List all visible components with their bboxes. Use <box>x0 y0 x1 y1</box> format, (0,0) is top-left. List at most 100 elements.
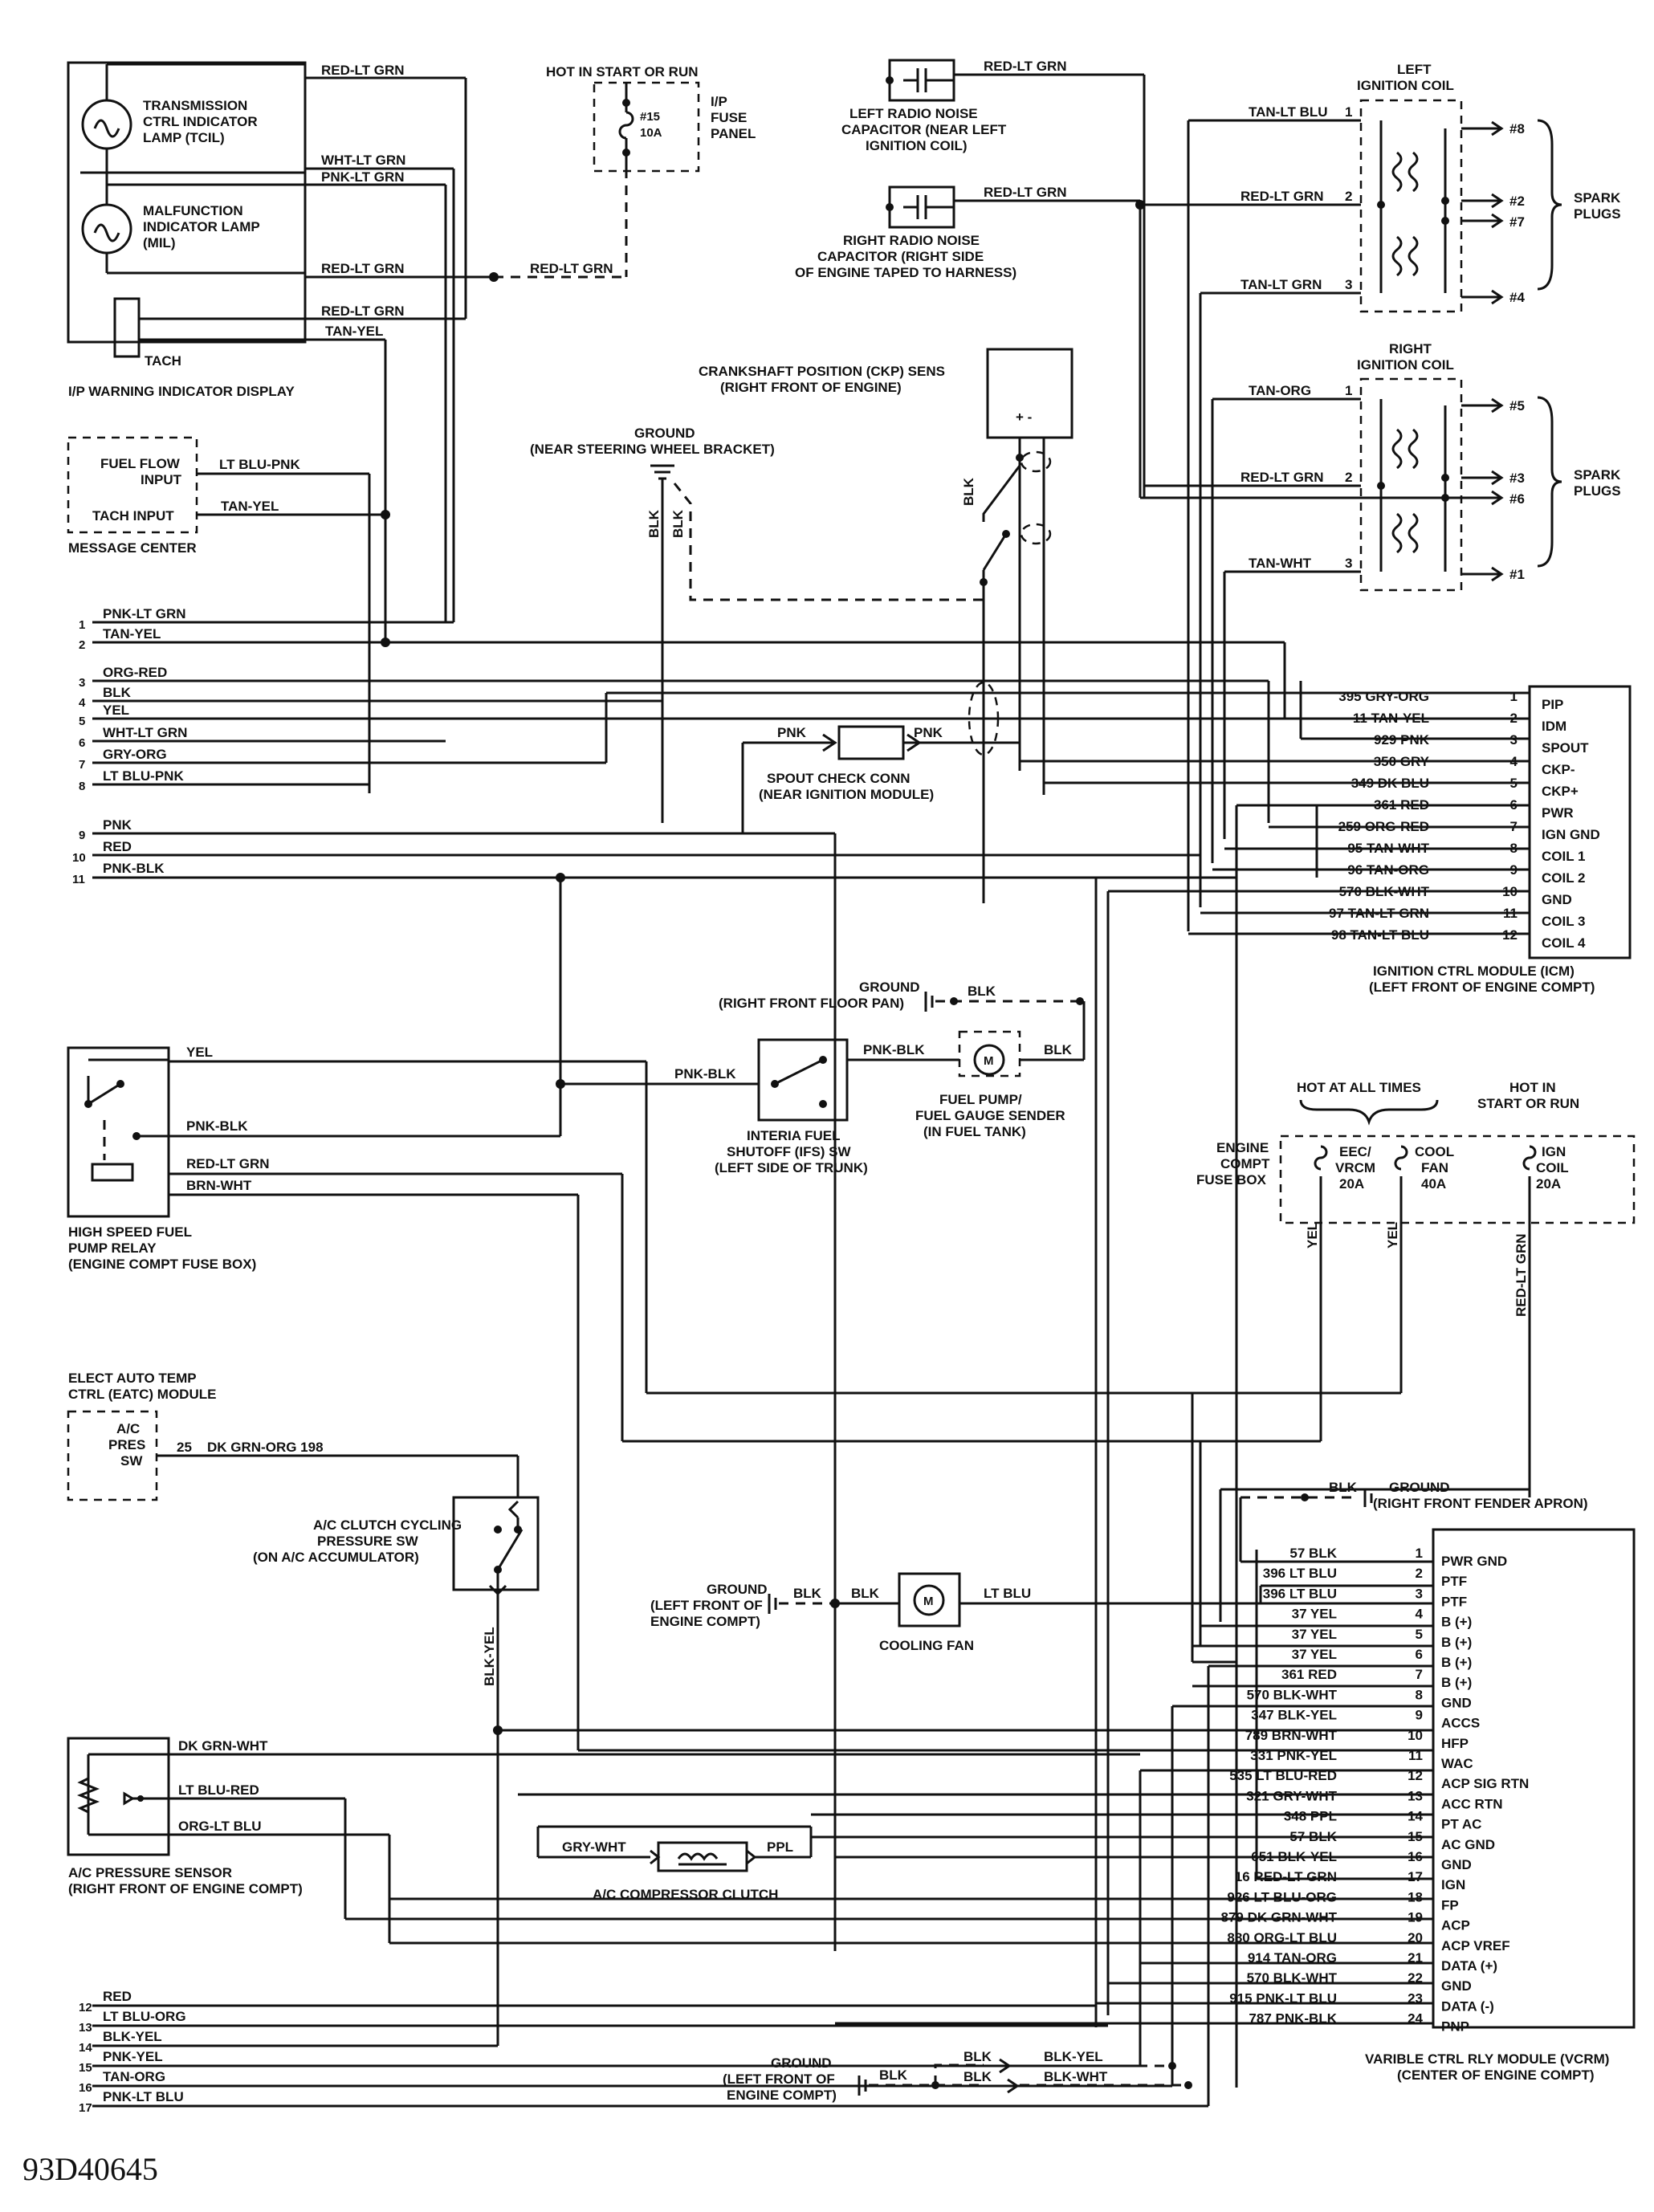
vcrm-pin-number: 14 <box>1408 1809 1423 1824</box>
message-center-label: MESSAGE CENTER <box>68 540 197 556</box>
svg-text:FUEL PUMP/FUEL GAUGE SENDER(IN: FUEL PUMP/FUEL GAUGE SENDER(IN FUEL TANK… <box>915 1092 1065 1139</box>
vcrm-pin-wire: 37 YEL <box>1292 1647 1337 1662</box>
svg-text:GROUND(RIGHT FRONT FLOOR PAN): GROUND(RIGHT FRONT FLOOR PAN) <box>719 980 920 1011</box>
conn-pin: 5 <box>79 715 85 728</box>
vcrm-pin-number: 2 <box>1416 1566 1423 1581</box>
wire-label: BLK <box>670 509 686 538</box>
svg-text:GROUND(RIGHT FRONT FENDER APRO: GROUND(RIGHT FRONT FENDER APRON) <box>1373 1480 1588 1511</box>
wire-label: YEL <box>1385 1222 1400 1249</box>
wire-label: BLK-WHT <box>1044 2069 1108 2084</box>
coil-pin: 3 <box>1345 277 1352 292</box>
plug: #8 <box>1509 121 1525 136</box>
wire-label: BLK <box>879 2067 908 2083</box>
vcrm-pin-wire: 347 BLK-YEL <box>1251 1708 1337 1723</box>
wire-label: BLK <box>1044 1042 1073 1057</box>
conn-pin: 7 <box>79 758 85 772</box>
left-connector-a: 1 PNK-LT GRN 2 TAN-YEL 3 ORG-RED 4 BLK 5… <box>72 606 1530 886</box>
conn-wire: YEL <box>103 703 129 718</box>
ckp-pm: + - <box>1016 409 1032 425</box>
vcrm-pin-name: B (+) <box>1441 1635 1472 1650</box>
vcrm-pin-name: DATA (+) <box>1441 1958 1497 1974</box>
vcrm-pin-name: ACP <box>1441 1918 1470 1933</box>
wire-label: YEL <box>186 1045 213 1060</box>
vcrm-pin-number: 13 <box>1408 1788 1423 1803</box>
conn-pin: 15 <box>79 2061 92 2075</box>
conn-wire: PNK-YEL <box>103 2049 163 2064</box>
wire-label: BRN-WHT <box>186 1178 252 1193</box>
icm-pin-number: 1 <box>1510 689 1518 704</box>
wire-label: RED-LT GRN <box>321 63 405 78</box>
conn-wire: TAN-ORG <box>103 2069 165 2084</box>
plug: #1 <box>1509 567 1525 582</box>
ac-compressor-clutch: GRY-WHT PPL A/C COMPRESSOR CLUTCH <box>536 1825 813 1902</box>
icm-pin-name: PWR <box>1542 805 1574 821</box>
vcrm-pin-wire: 789 BRN-WHT <box>1245 1728 1338 1743</box>
icm-pin-name: SPOUT <box>1542 740 1589 756</box>
icm-pin-name: IDM <box>1542 719 1566 734</box>
vcrm-pin-wire: 37 YEL <box>1292 1607 1337 1622</box>
icm-pin-wire: 11 TAN-YEL <box>1353 711 1429 726</box>
conn-wire: TAN-YEL <box>103 626 161 642</box>
conn-wire: PNK-LT BLU <box>103 2089 184 2104</box>
wire-label: PNK <box>914 725 943 740</box>
coil-pin: 2 <box>1345 470 1352 485</box>
spout-check-conn: PNK PNK SPOUT CHECK CONN(NEAR IGNITION M… <box>741 681 1020 833</box>
icm-pin-name: COIL 1 <box>1542 849 1585 864</box>
fuel-pump-circuit: GROUND(RIGHT FRONT FLOOR PAN) BLK BLK M … <box>560 980 1086 1175</box>
coil-feed-wires <box>1139 120 1485 931</box>
wire-label: PNK-BLK <box>863 1042 925 1057</box>
wire-label: BLK <box>646 509 662 538</box>
vcrm-pin-wire: 396 LT BLU <box>1263 1566 1337 1581</box>
vcrm-pin-name: HFP <box>1441 1736 1469 1751</box>
wire-label: LT BLU-PNK <box>219 457 300 472</box>
wire-label: ORG-LT BLU <box>178 1819 262 1834</box>
motor-m: M <box>984 1054 994 1068</box>
conn-wire: BLK-YEL <box>103 2029 162 2044</box>
conn-wire: RED <box>103 1989 132 2004</box>
wire-label: PNK-BLK <box>674 1066 736 1082</box>
wire-label: RED-LT GRN <box>321 261 405 276</box>
conn-wire: BLK <box>103 685 132 700</box>
coil-pin: 1 <box>1345 383 1352 398</box>
wire-label: BLK <box>851 1586 880 1601</box>
wire-label: RED-LT GRN <box>530 261 613 276</box>
vcrm-pin-wire: 570 BLK-WHT <box>1247 1970 1338 1986</box>
wire-label: BLK-YEL <box>1044 2049 1103 2064</box>
icm-pin-number: 2 <box>1510 711 1518 726</box>
wire-label: PNK <box>777 725 807 740</box>
vcrm-pin-name: ACC RTN <box>1441 1796 1503 1811</box>
vcrm-pin-name: FP <box>1441 1897 1459 1913</box>
vcrm-pin-number: 21 <box>1408 1950 1423 1966</box>
wire-label: PPL <box>767 1839 793 1855</box>
icm-pin-name: COIL 4 <box>1542 935 1586 951</box>
coil-pin: 1 <box>1345 104 1352 120</box>
wire-label: YEL <box>1305 1222 1320 1249</box>
icm-pin-name: PIP <box>1542 697 1563 712</box>
wire-label: TAN-YEL <box>325 324 383 339</box>
conn-pin: 6 <box>79 736 85 750</box>
wire-label: TAN-YEL <box>221 499 279 514</box>
plug: #6 <box>1509 491 1525 507</box>
coil-wire: RED-LT GRN <box>1240 189 1324 204</box>
vcrm-pin-number: 8 <box>1416 1687 1423 1702</box>
svg-text:A/C PRESSURE SENSOR(RIGHT FRON: A/C PRESSURE SENSOR(RIGHT FRONT OF ENGIN… <box>68 1865 303 1896</box>
conn-pin: 14 <box>79 2041 92 2055</box>
vcrm-pin-number: 18 <box>1408 1889 1423 1904</box>
wire-label: RED-LT GRN <box>321 303 405 319</box>
conn-pin: 4 <box>79 696 86 710</box>
vcrm-pin-wire: 321 GRY-WHT <box>1246 1788 1337 1803</box>
conn-pin: 2 <box>79 638 85 652</box>
vcrm-pin-name: GND <box>1441 1695 1472 1710</box>
conn-pin: 8 <box>79 780 85 793</box>
fuse15-hot-label: HOT IN START OR RUN <box>546 64 699 79</box>
wire-label: DK GRN-WHT <box>178 1738 268 1754</box>
